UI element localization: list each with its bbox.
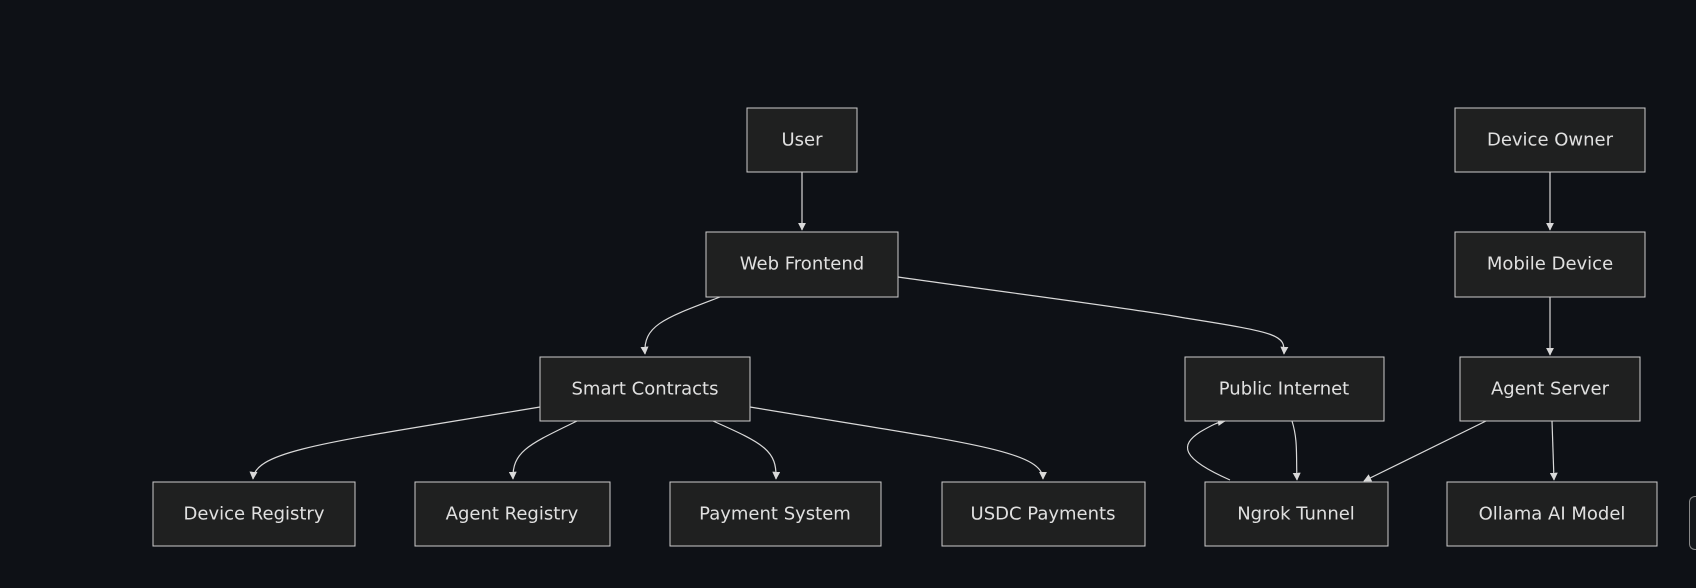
edge-web-frontend-to-smart-contracts	[640, 296, 721, 355]
node-agent-registry[interactable]: Agent Registry	[414, 481, 611, 547]
scroll-handle[interactable]	[1689, 496, 1696, 550]
edge-ngrok-tunnel-to-public-internet	[1186, 418, 1231, 481]
node-payment-system-label: Payment System	[699, 504, 851, 525]
node-ngrok-tunnel[interactable]: Ngrok Tunnel	[1204, 481, 1389, 547]
node-smart-contracts[interactable]: Smart Contracts	[539, 356, 751, 422]
edge-agent-server-to-ollama-ai-model	[1549, 420, 1558, 481]
node-usdc-payments-label: USDC Payments	[971, 504, 1116, 525]
node-agent-server-label: Agent Server	[1491, 379, 1610, 400]
node-agent-registry-label: Agent Registry	[446, 504, 579, 525]
node-mobile-device[interactable]: Mobile Device	[1454, 231, 1646, 298]
node-ollama-ai-model[interactable]: Ollama AI Model	[1446, 481, 1658, 547]
node-smart-contracts-label: Smart Contracts	[572, 379, 719, 400]
node-payment-system[interactable]: Payment System	[669, 481, 882, 547]
node-device-owner-label: Device Owner	[1487, 130, 1614, 151]
node-device-owner[interactable]: Device Owner	[1454, 107, 1646, 173]
node-ngrok-tunnel-label: Ngrok Tunnel	[1237, 504, 1355, 525]
node-public-internet-label: Public Internet	[1219, 379, 1349, 400]
node-mobile-device-label: Mobile Device	[1487, 254, 1613, 275]
edge-smart-contracts-to-agent-registry	[508, 420, 578, 480]
node-user[interactable]: User	[746, 107, 858, 173]
node-user-label: User	[781, 130, 823, 151]
node-agent-server[interactable]: Agent Server	[1459, 356, 1641, 422]
edge-web-frontend-to-public-internet	[897, 276, 1289, 355]
node-public-internet[interactable]: Public Internet	[1184, 356, 1385, 422]
node-ollama-ai-model-label: Ollama AI Model	[1479, 504, 1626, 525]
edge-agent-server-to-ngrok-tunnel	[1363, 420, 1487, 482]
node-device-registry-label: Device Registry	[184, 504, 325, 525]
edge-smart-contracts-to-payment-system	[712, 420, 781, 480]
node-web-frontend[interactable]: Web Frontend	[705, 231, 899, 298]
edge-smart-contracts-to-device-registry	[249, 406, 541, 480]
edges	[249, 172, 1558, 482]
node-web-frontend-label: Web Frontend	[740, 254, 864, 275]
node-device-registry[interactable]: Device Registry	[152, 481, 356, 547]
edge-public-internet-to-ngrok-tunnel	[1291, 420, 1301, 481]
edge-smart-contracts-to-usdc-payments	[749, 406, 1047, 480]
node-usdc-payments[interactable]: USDC Payments	[941, 481, 1146, 547]
